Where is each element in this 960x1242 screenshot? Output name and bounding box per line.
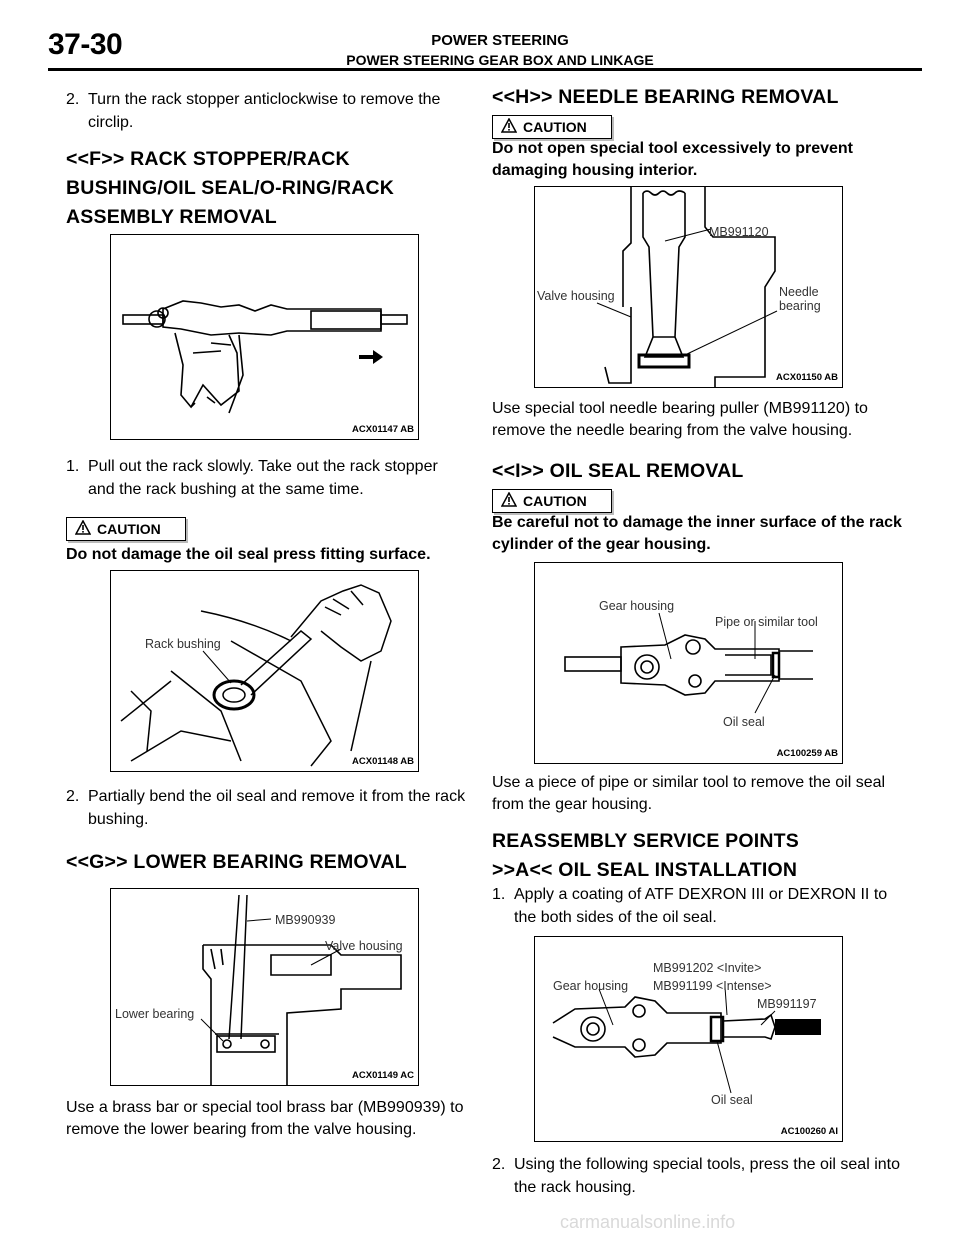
caution-label: CAUTION	[523, 119, 587, 135]
figure-code: ACX01150 AB	[776, 372, 838, 383]
heading-i: <<I>> OIL SEAL REMOVAL	[492, 460, 744, 482]
caution-label: CAUTION	[523, 493, 587, 509]
figure-rack-assembly: ACX01147 AB	[110, 234, 419, 440]
figure-oil-seal-removal: Gear housing Pipe or similar tool Oil se…	[534, 562, 843, 764]
step-1-pull-rack: 1. Pull out the rack slowly. Take out th…	[66, 455, 466, 503]
callout-needle-line-2: bearing	[779, 299, 821, 313]
callout-lower-bearing: Lower bearing	[115, 1007, 195, 1021]
watermark: carmanualsonline.info	[560, 1212, 736, 1232]
callout-needle-bearing: Needle bearing	[779, 285, 821, 313]
step-text: Partially bend the oil seal and remove i…	[88, 788, 466, 828]
heading-reassembly: REASSEMBLY SERVICE POINTS	[492, 830, 799, 852]
figure-needle-bearing: MB991120 Valve housing Needle bearing AC…	[534, 186, 843, 388]
figure-code: AC100259 AB	[776, 748, 838, 759]
direction-arrow-icon	[359, 350, 383, 364]
step-text: Apply a coating of ATF DEXRON III or DEX…	[514, 886, 888, 926]
callout-mb991199: MB991199 <Intense>	[653, 979, 772, 993]
step-2-circlip: 2. Turn the rack stopper anticlockwise t…	[66, 88, 466, 136]
callout-valve-housing: Valve housing	[325, 939, 403, 953]
lower-bearing-illustration	[200, 894, 402, 1085]
caution-badge: CAUTION	[66, 517, 186, 541]
oil-seal-removal-illustration	[564, 612, 813, 714]
step-number: 2.	[492, 1156, 506, 1173]
step-number: 2.	[66, 91, 80, 108]
callout-mb991202: MB991202 <Invite>	[653, 961, 762, 975]
paragraph-needle-bearing: Use special tool needle bearing puller (…	[492, 400, 868, 439]
callout-mb990939: MB990939	[275, 913, 336, 927]
step-1-apply-atf: 1. Apply a coating of ATF DEXRON III or …	[492, 883, 902, 931]
page-subtitle: POWER STEERING GEAR BOX AND LINKAGE	[346, 52, 654, 68]
step-number: 2.	[66, 788, 80, 805]
callout-mb991120: MB991120	[709, 225, 769, 239]
heading-h: <<H>> NEEDLE BEARING REMOVAL	[492, 86, 839, 108]
figure-rack-bushing: Rack bushing ACX01148 AB	[110, 570, 419, 772]
oil-seal-installation-illustration	[552, 986, 821, 1094]
caution-badge: CAUTION	[492, 489, 612, 513]
caution-text: Do not open special tool excessively to …	[492, 140, 853, 179]
heading-g: <<G>> LOWER BEARING REMOVAL	[66, 851, 407, 873]
step-2-bend-seal: 2. Partially bend the oil seal and remov…	[66, 785, 466, 833]
heading-f: <<F>> RACK STOPPER/RACK BUSHING/OIL SEAL…	[66, 145, 486, 232]
heading-oil-seal-installation: >>A<< OIL SEAL INSTALLATION	[492, 859, 798, 881]
figure-lower-bearing: MB990939 Valve housing Lower bearing ACX…	[110, 888, 419, 1086]
callout-mb991197: MB991197	[757, 997, 817, 1011]
rack-bushing-illustration	[120, 584, 392, 767]
callout-pipe-tool: Pipe or similar tool	[715, 615, 818, 629]
warning-triangle-icon	[500, 117, 518, 136]
heading-f-line-3: ASSEMBLY REMOVAL	[66, 206, 277, 228]
figure-code: ACX01149 AC	[352, 1070, 414, 1081]
figure-code: ACX01148 AB	[352, 756, 414, 767]
header-rule	[48, 68, 922, 71]
warning-triangle-icon	[74, 519, 92, 538]
callout-gear-housing: Gear housing	[599, 599, 675, 613]
page-title: POWER STEERING	[431, 32, 569, 49]
step-text: Turn the rack stopper anticlockwise to r…	[88, 91, 441, 131]
callout-oil-seal: Oil seal	[723, 715, 765, 729]
step-2-press-seal: 2. Using the following special tools, pr…	[492, 1153, 902, 1201]
warning-triangle-icon	[500, 491, 518, 510]
caution-text: Do not damage the oil seal press fitting…	[66, 546, 431, 563]
heading-f-line-1: <<F>> RACK STOPPER/RACK	[66, 148, 350, 170]
callout-rack-bushing: Rack bushing	[145, 637, 221, 651]
callout-valve-housing: Valve housing	[537, 289, 615, 303]
figure-code: AC100260 AI	[780, 1126, 838, 1137]
step-text: Pull out the rack slowly. Take out the r…	[88, 458, 438, 498]
caution-label: CAUTION	[97, 521, 161, 537]
step-text: Using the following special tools, press…	[514, 1156, 900, 1196]
step-number: 1.	[66, 458, 80, 475]
paragraph-lower-bearing: Use a brass bar or special tool brass ba…	[66, 1099, 464, 1138]
page-number: 37-30	[48, 28, 123, 61]
step-number: 1.	[492, 886, 506, 903]
rack-assembly-illustration	[122, 300, 408, 414]
callout-needle-line-1: Needle	[779, 285, 819, 299]
caution-badge: CAUTION	[492, 115, 612, 139]
figure-code: ACX01147 AB	[352, 424, 414, 435]
paragraph-oil-seal-removal: Use a piece of pipe or similar tool to r…	[492, 774, 886, 813]
caution-text: Be careful not to damage the inner surfa…	[492, 514, 902, 553]
needle-bearing-illustration	[596, 187, 778, 387]
heading-f-line-2: BUSHING/OIL SEAL/O-RING/RACK	[66, 177, 395, 199]
figure-oil-seal-installation: Gear housing MB991202 <Invite> MB991199 …	[534, 936, 843, 1142]
callout-oil-seal: Oil seal	[711, 1093, 753, 1107]
callout-gear-housing: Gear housing	[553, 979, 629, 993]
